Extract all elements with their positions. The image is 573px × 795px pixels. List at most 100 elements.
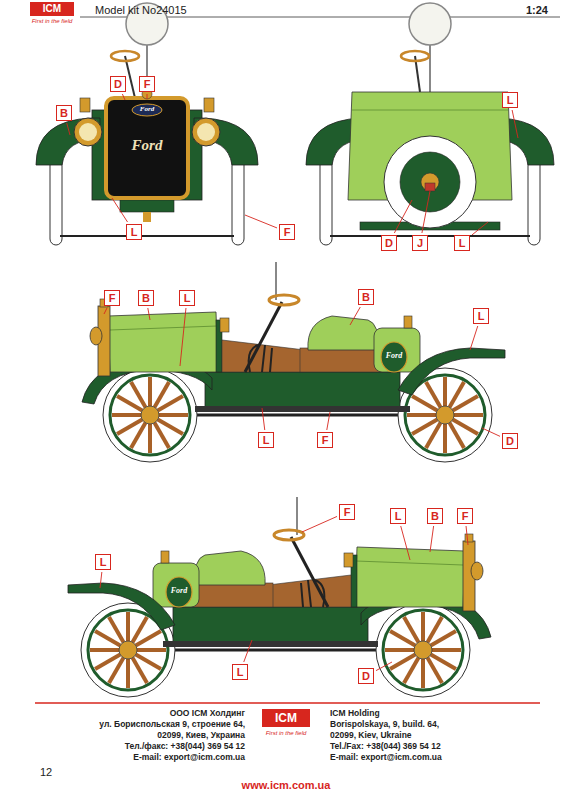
footer-text: ул. Бориспольская 9, строение 64, bbox=[99, 720, 245, 729]
callout-letter: F bbox=[144, 79, 151, 90]
rear-view bbox=[400, 152, 460, 212]
leader-line bbox=[104, 308, 107, 314]
badge-text: Ford bbox=[140, 106, 154, 113]
callout-letter: J bbox=[417, 238, 423, 249]
callout-letter: F bbox=[344, 507, 351, 518]
footer-text: www.icm.com.ua bbox=[242, 780, 331, 791]
callout-letter: L bbox=[131, 227, 138, 238]
leader-line bbox=[430, 526, 434, 552]
callout-letter: L bbox=[390, 508, 406, 524]
badge-text: Ford bbox=[132, 138, 163, 153]
rear-view bbox=[306, 3, 554, 245]
callout-letter: L bbox=[478, 311, 485, 322]
front-view bbox=[74, 118, 102, 146]
rear-view bbox=[429, 45, 431, 92]
front-view bbox=[192, 118, 220, 146]
footer-text: E-mail: export@icm.com.ua bbox=[330, 753, 442, 762]
front-view bbox=[143, 212, 151, 222]
callout-letter: D bbox=[385, 238, 393, 249]
header bbox=[30, 2, 560, 17]
rear-view bbox=[425, 183, 435, 191]
front-view bbox=[120, 200, 174, 212]
callout-letter: L bbox=[126, 224, 142, 240]
callout-letter: F bbox=[279, 224, 295, 240]
callout-letter: D bbox=[358, 668, 374, 684]
footer bbox=[262, 709, 310, 727]
header-text: Model kit No24015 bbox=[95, 5, 187, 16]
header-text: 1:24 bbox=[526, 5, 548, 16]
footer-text: ICM Holding bbox=[330, 709, 380, 718]
footer-text: 02099, Киев, Украина bbox=[157, 731, 245, 740]
rear-view bbox=[384, 136, 476, 228]
callout-letter: B bbox=[142, 293, 150, 304]
leader-line bbox=[422, 191, 430, 233]
footer-text: ООО ICM Холдинг bbox=[170, 709, 245, 718]
footer-text: Borispolskaya, 9, build. 64, bbox=[330, 720, 439, 729]
leader-line bbox=[147, 94, 148, 99]
callout-letter: L bbox=[263, 435, 270, 446]
callout-letter: F bbox=[109, 293, 116, 304]
callout-letter: F bbox=[139, 76, 155, 92]
leader-line bbox=[67, 94, 518, 671]
leader-line bbox=[466, 526, 468, 545]
callout-letter: L bbox=[459, 238, 466, 249]
callout-letter: L bbox=[258, 432, 274, 448]
leader-line bbox=[470, 326, 478, 350]
footer bbox=[35, 702, 540, 704]
front-view bbox=[125, 56, 135, 98]
leader-line bbox=[148, 308, 150, 320]
callout-letter: F bbox=[462, 511, 469, 522]
leader-line bbox=[302, 516, 337, 532]
callout-letter: L bbox=[100, 557, 107, 568]
callout-letter: J bbox=[412, 235, 428, 251]
callout-letter: D bbox=[110, 76, 126, 92]
rear-view bbox=[421, 173, 439, 191]
callout-letter: L bbox=[237, 667, 244, 678]
rear-view bbox=[409, 3, 451, 45]
callout-letter: D bbox=[114, 79, 122, 90]
front-view bbox=[36, 3, 258, 245]
callout-letter: B bbox=[362, 292, 370, 303]
header-text: ICM bbox=[43, 4, 61, 14]
callout-letter: L bbox=[232, 664, 248, 680]
callout-letter: B bbox=[138, 290, 154, 306]
callout-letter: F bbox=[317, 432, 333, 448]
callout-letter: L bbox=[507, 95, 514, 106]
callout-letter: F bbox=[457, 508, 473, 524]
front-view bbox=[106, 98, 188, 198]
callout-letter: D bbox=[506, 436, 514, 447]
rear-view bbox=[330, 235, 530, 237]
leader-line bbox=[100, 572, 102, 588]
front-view bbox=[79, 123, 97, 141]
leader-line bbox=[376, 662, 392, 671]
callout-letter: B bbox=[431, 511, 439, 522]
leader-line bbox=[394, 200, 412, 233]
leader-line bbox=[401, 526, 410, 560]
badge-text: Ford bbox=[386, 352, 402, 360]
footer-text: 12 bbox=[40, 767, 52, 778]
leader-line bbox=[245, 215, 277, 228]
leader-line bbox=[472, 222, 488, 235]
leader-line bbox=[180, 308, 186, 366]
footer-text: E-mail: export@icm.com.ua bbox=[133, 753, 245, 762]
callout-letter: B bbox=[427, 508, 443, 524]
front-view bbox=[197, 123, 215, 141]
callout-letter: L bbox=[454, 235, 470, 251]
side-views bbox=[68, 497, 491, 697]
callout-letter: L bbox=[502, 92, 518, 108]
footer-text: First in the field bbox=[266, 730, 307, 736]
leader-line bbox=[122, 94, 125, 100]
leader-line bbox=[350, 307, 360, 325]
header-text: First in the field bbox=[32, 18, 73, 24]
leader-line bbox=[512, 110, 518, 138]
callout-letter: B bbox=[56, 105, 72, 121]
side-views bbox=[68, 262, 505, 697]
leader-line bbox=[112, 198, 128, 222]
callout-letter: L bbox=[95, 554, 111, 570]
callout-letter: B bbox=[60, 108, 68, 119]
leader-line bbox=[244, 640, 252, 662]
header bbox=[30, 2, 74, 16]
